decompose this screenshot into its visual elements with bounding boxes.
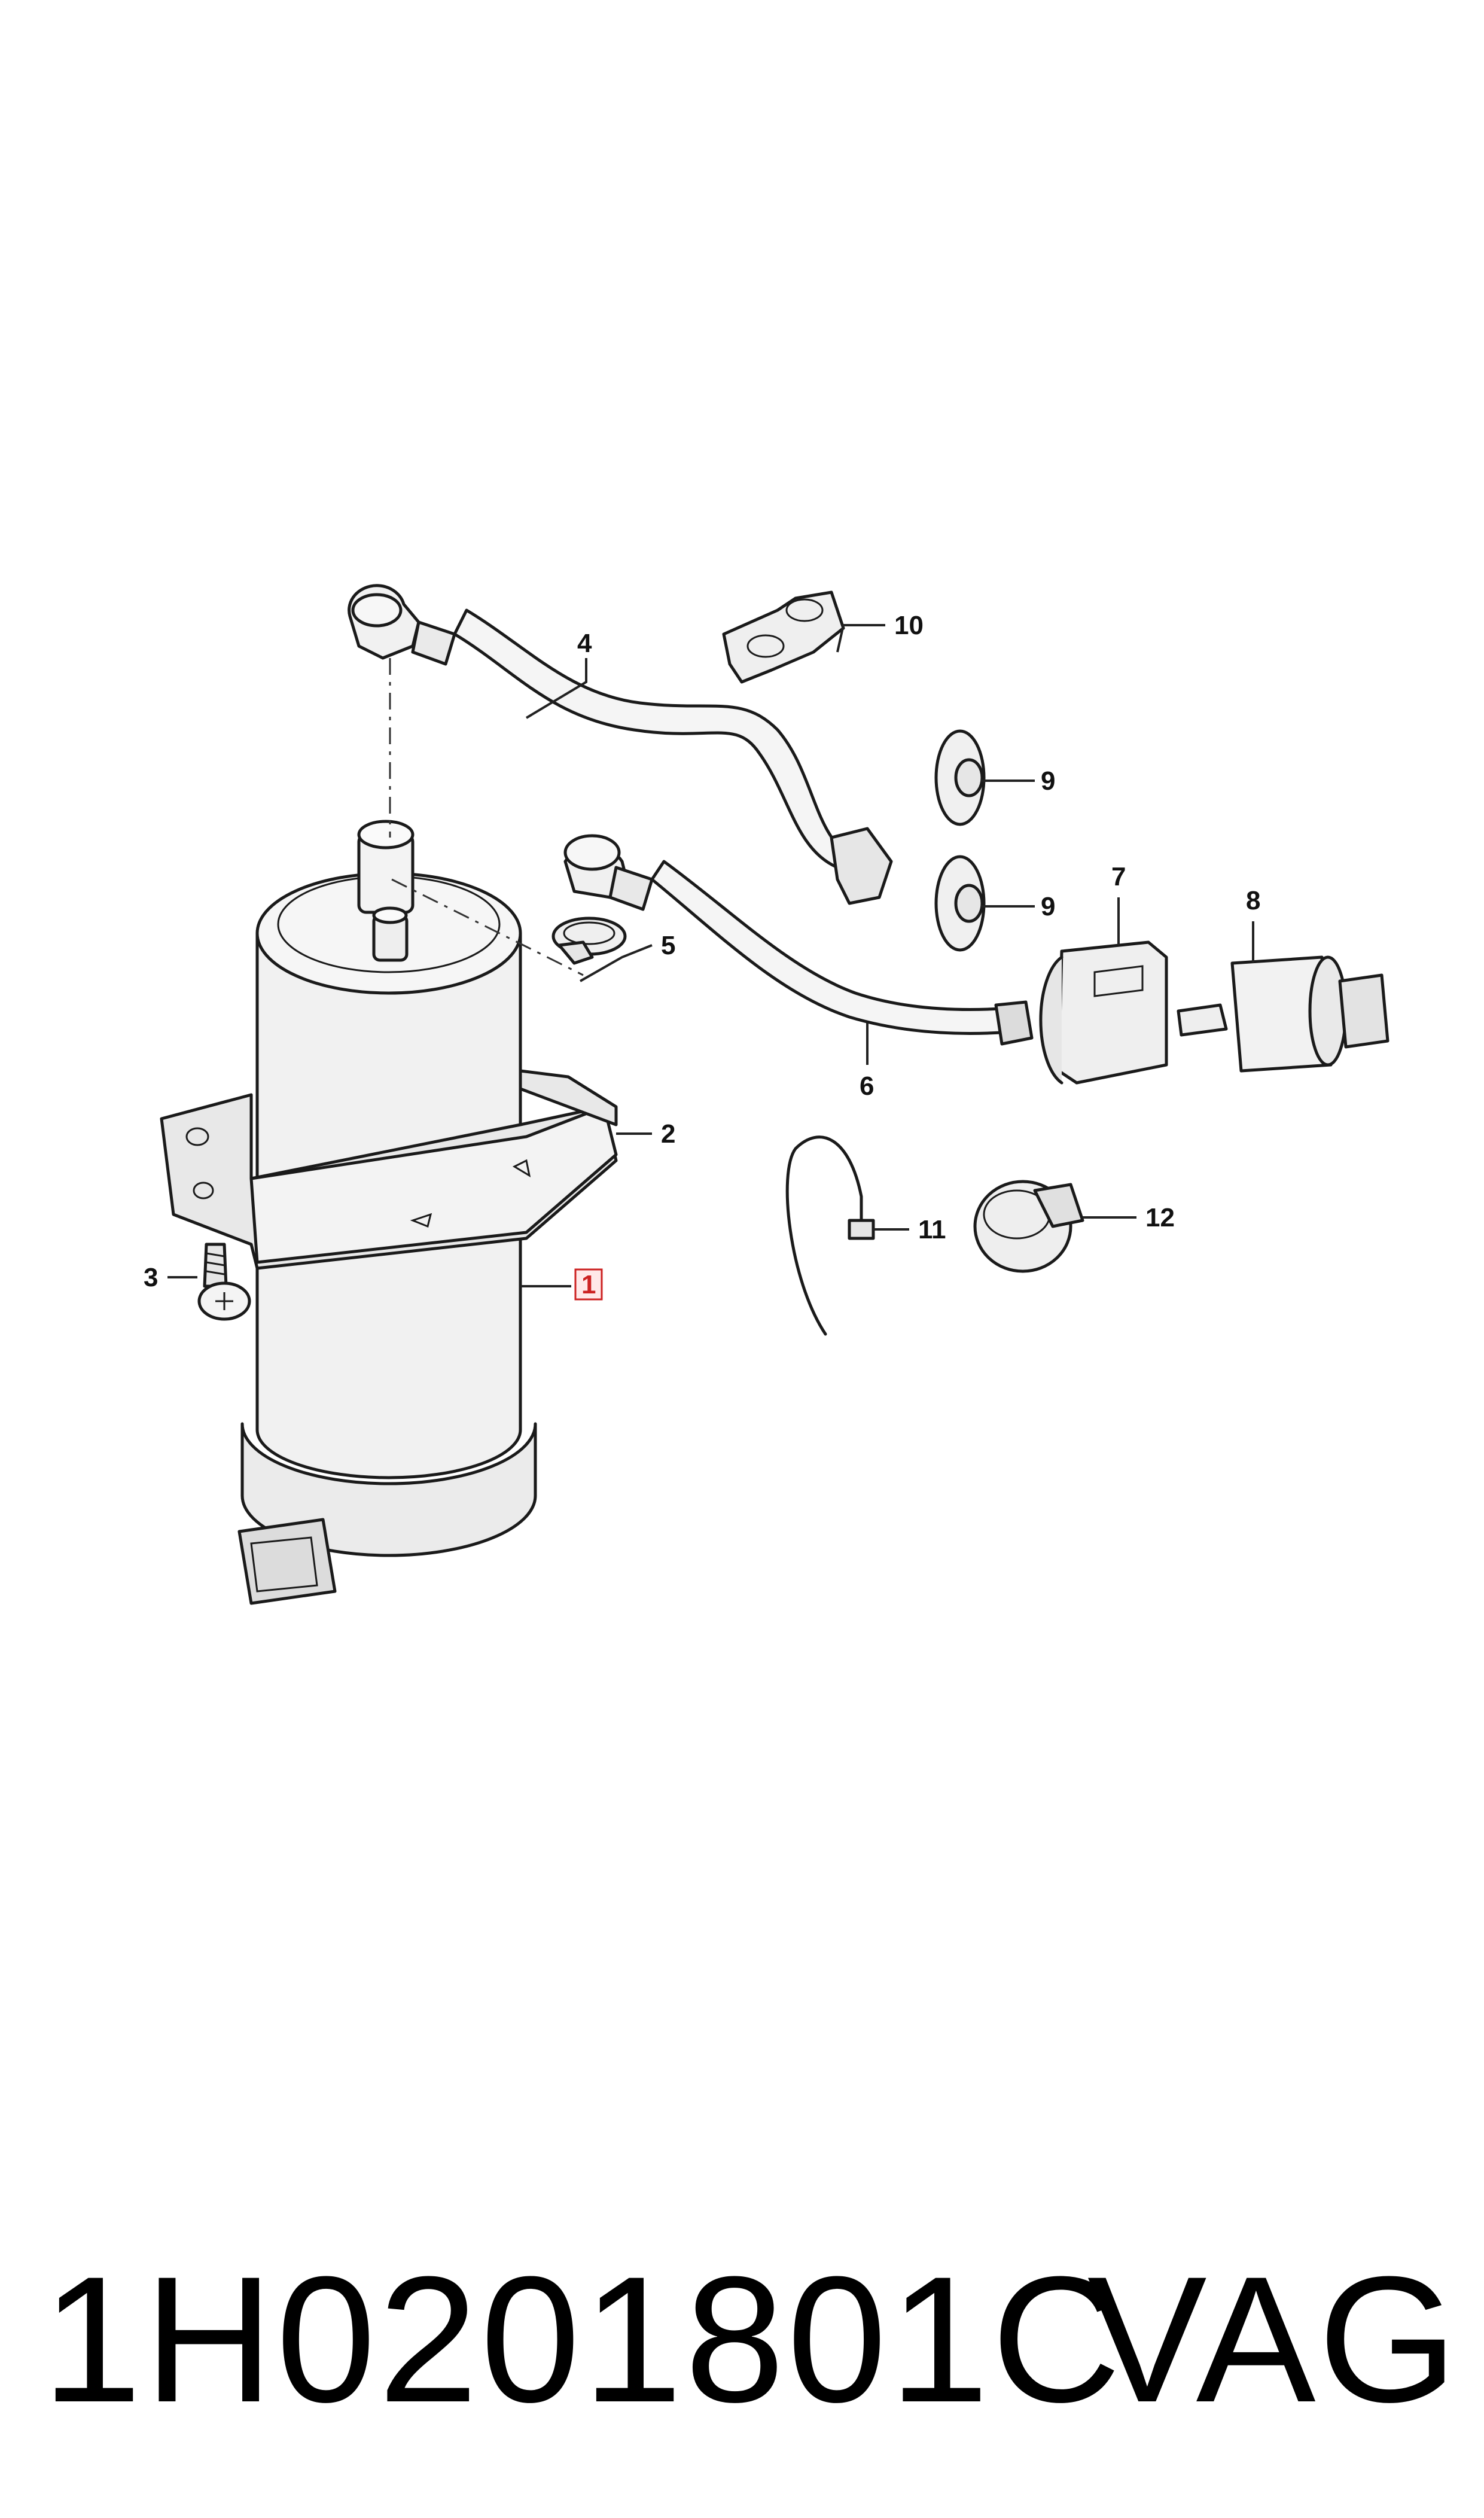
part-labels: 4 10 9 9 7 8 5 6 2 3 1 11 12 <box>144 611 1260 1301</box>
label-part-9-upper: 9 <box>1041 766 1055 796</box>
cable-tie-part-11[interactable] <box>785 1135 875 1336</box>
clip-part-10[interactable] <box>722 590 845 684</box>
screw-part-3[interactable] <box>197 1243 251 1321</box>
label-part-11: 11 <box>918 1215 946 1244</box>
label-part-8: 8 <box>1246 886 1260 915</box>
label-part-5: 5 <box>661 931 675 960</box>
sensor-part-8[interactable] <box>1177 955 1389 1073</box>
label-part-3: 3 <box>144 1263 158 1292</box>
bracket-part-2[interactable] <box>160 1069 618 1270</box>
grommet-part-9-upper[interactable] <box>934 729 986 826</box>
leader-lines <box>167 624 1254 1287</box>
label-part-6: 6 <box>860 1071 874 1101</box>
hose-part-6[interactable] <box>563 834 1034 1046</box>
hose-clamp-part-12[interactable] <box>973 1180 1084 1273</box>
connector-housing-part-7[interactable] <box>1039 940 1168 1085</box>
footer: 1H0201801C VAG <box>0 2213 1484 2465</box>
highlight-box-part-1 <box>574 1268 603 1301</box>
label-part-9-lower: 9 <box>1041 892 1055 921</box>
hose-part-4[interactable] <box>348 584 893 905</box>
label-part-1: 1 <box>581 1270 596 1299</box>
part-number-text: 1H0201801C <box>42 2239 1124 2440</box>
grommet-part-9-lower[interactable] <box>934 855 986 952</box>
clamp-part-5[interactable] <box>551 917 627 965</box>
label-part-7: 7 <box>1111 862 1126 891</box>
label-part-10: 10 <box>894 611 924 640</box>
assembly-centerlines <box>389 658 584 976</box>
label-part-4: 4 <box>577 629 592 658</box>
label-part-12: 12 <box>1145 1203 1175 1232</box>
label-part-2: 2 <box>661 1119 675 1149</box>
brand-text: VAG <box>1087 2239 1460 2440</box>
